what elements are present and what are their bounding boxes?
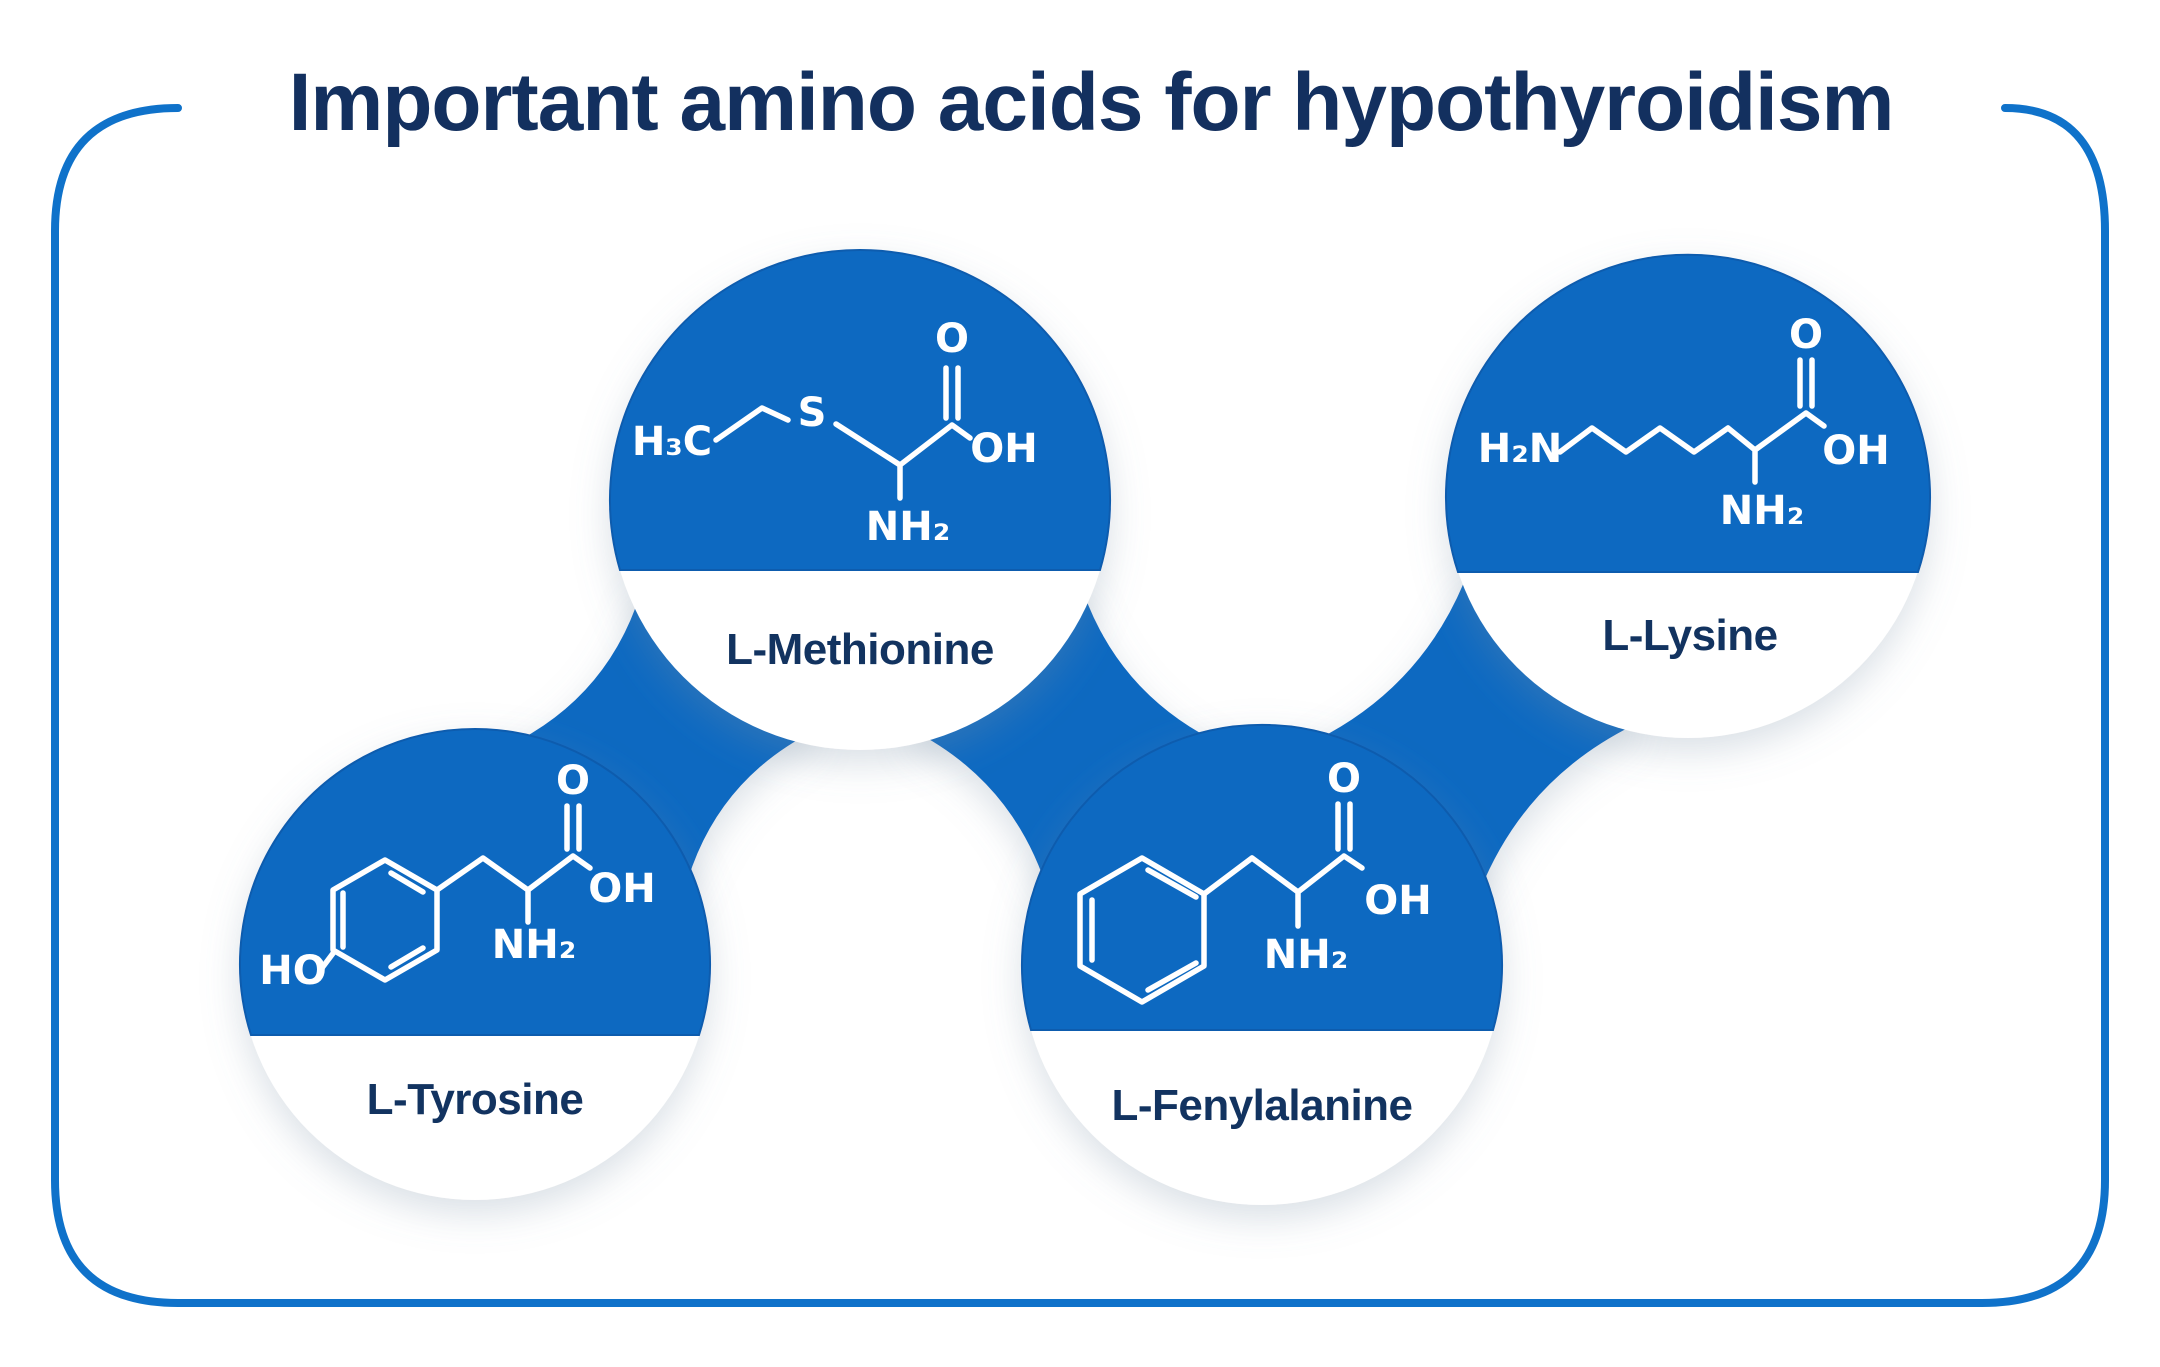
badge-label: L-Fenylalanine [1111, 1081, 1412, 1130]
atom-s: S [798, 390, 827, 436]
atom-oh: OH [1364, 878, 1431, 924]
tyrosine-bonds [319, 803, 593, 971]
atom-oh: OH [1822, 428, 1889, 474]
badge-l-fenylalanine [1021, 723, 1503, 1205]
badge-top-blue [609, 249, 1111, 571]
structure-l-fenylalanine: O OH NH₂ L-Fenylalanine [1077, 756, 1432, 1130]
structure-l-lysine: H₂N O OH NH₂ L-Lysine [1478, 312, 1890, 660]
atom-o: O [935, 316, 969, 362]
badge-top-blue [1445, 253, 1931, 573]
atom-oh: OH [588, 866, 655, 912]
structure-l-tyrosine: HO O OH NH₂ L-Tyrosine [259, 758, 655, 1124]
neck-methionine-fenylalanine [904, 576, 1223, 895]
badge-top-blue [1021, 723, 1503, 1031]
neck-tyrosine-methionine [506, 581, 822, 893]
atom-ho: HO [259, 948, 326, 994]
lysine-bonds [1557, 357, 1827, 485]
fenylalanine-ring [1077, 855, 1207, 1005]
atom-h3c: H₃C [632, 419, 712, 465]
atom-oh: OH [970, 426, 1037, 472]
atom-o: O [1327, 756, 1361, 802]
tyrosine-ring [330, 857, 440, 983]
badge-label: L-Tyrosine [367, 1075, 584, 1124]
badge-l-tyrosine [239, 727, 711, 1200]
atom-nh2: NH₂ [1264, 932, 1348, 978]
atom-nh2: NH₂ [1720, 488, 1804, 534]
badge-label: L-Methionine [726, 625, 994, 674]
page-title: Important amino acids for hypothyroidism [289, 57, 1894, 148]
badge-top-blue [239, 727, 711, 1036]
atom-nh2: NH₂ [866, 504, 950, 550]
methionine-bonds [713, 365, 973, 501]
atom-o: O [556, 758, 590, 804]
badge-label: L-Lysine [1602, 611, 1777, 660]
structure-l-methionine: H₃C S O OH NH₂ L-Methionine [632, 316, 1038, 674]
frame-border [51, 104, 2109, 1307]
atom-nh2: NH₂ [492, 922, 576, 968]
badge-l-lysine [1445, 253, 1931, 738]
badge-l-methionine [609, 249, 1111, 750]
atom-o: O [1789, 312, 1823, 358]
fenylalanine-bonds [1201, 801, 1365, 929]
atom-h2n: H₂N [1478, 426, 1562, 472]
